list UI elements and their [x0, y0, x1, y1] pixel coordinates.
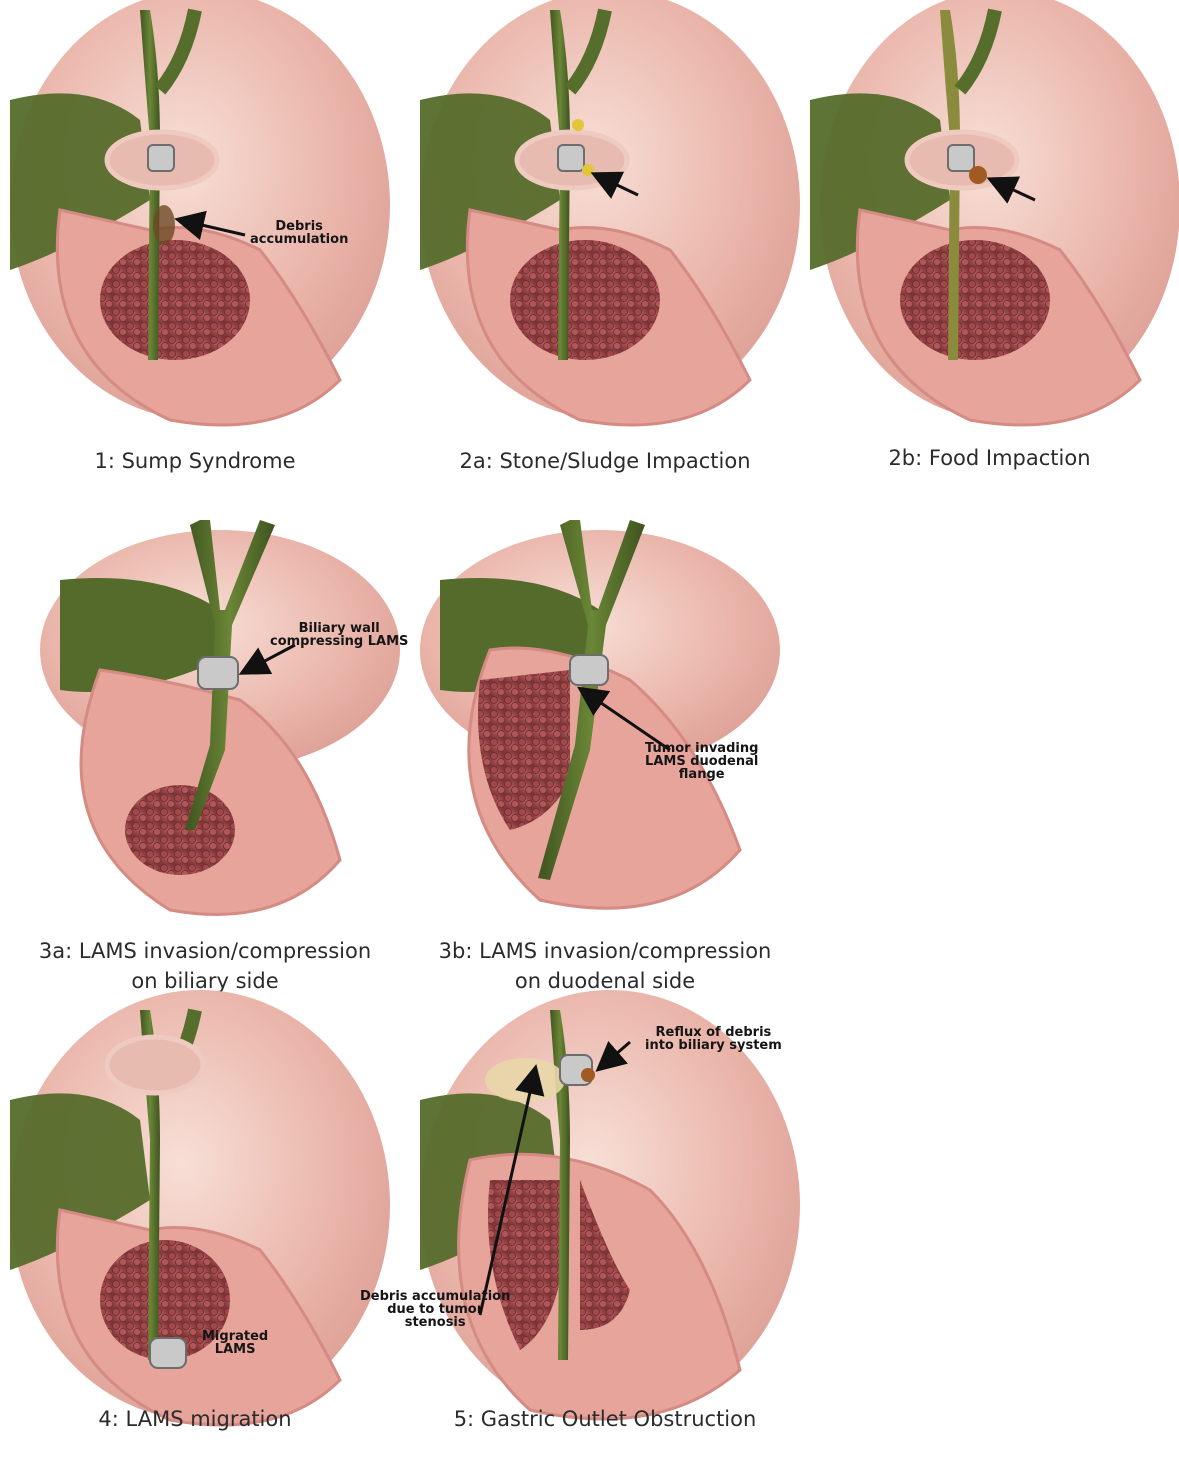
- pancreatic-tumor: [510, 240, 660, 360]
- annotation-reflux: Reflux of debris into biliary system: [645, 1026, 782, 1052]
- panel-4-lams-migration: Migrated LAMS 4: LAMS migration: [0, 1000, 390, 1430]
- lams-stent: [558, 145, 584, 171]
- panel-3b-duodenal-side: Tumor invading LAMS duodenal flange 3b: …: [420, 500, 810, 940]
- panel-5-gastric-outlet-obstruction: Reflux of debris into biliary system Deb…: [410, 1000, 800, 1430]
- lams-stent: [148, 145, 174, 171]
- food-bolus: [969, 166, 987, 184]
- lams-stent: [948, 145, 974, 171]
- migrated-lams-stent: [150, 1338, 186, 1368]
- stone-2: [582, 164, 594, 176]
- lams-stent: [570, 655, 608, 685]
- debris-accumulation: [485, 1058, 565, 1102]
- stone-1: [572, 119, 584, 131]
- panel-4-illustration: [0, 1000, 390, 1430]
- panel-2a-stone-sludge: 2a: Stone/Sludge Impaction: [410, 0, 800, 440]
- caption-panel-1: 1: Sump Syndrome: [0, 446, 390, 476]
- caption-panel-4: 4: LAMS migration: [0, 1404, 390, 1434]
- panel-2a-illustration: [410, 0, 800, 440]
- panel-3a-biliary-side: Biliary wall compressing LAMS 3a: LAMS i…: [20, 500, 410, 940]
- panel-1-sump-syndrome: Debris accumulation 1: Sump Syndrome: [0, 0, 390, 440]
- panel-2b-food-impaction: 2b: Food Impaction: [800, 0, 1179, 440]
- annotation-debris: Debris accumulation: [250, 220, 348, 246]
- caption-panel-3a: 3a: LAMS invasion/compression on biliary…: [0, 936, 410, 996]
- panel-3a-illustration: [20, 500, 410, 940]
- debris-in-duct: [153, 205, 175, 245]
- pancreatic-tumor: [900, 240, 1050, 360]
- lams-stent: [198, 657, 238, 689]
- panel-5-illustration: [410, 1000, 800, 1430]
- annotation-migrated-lams: Migrated LAMS: [202, 1330, 268, 1356]
- empty-fistula-window: [107, 1037, 203, 1093]
- refluxed-debris: [581, 1068, 595, 1082]
- pancreatic-tumor: [125, 785, 235, 875]
- pancreatic-tumor: [100, 240, 250, 360]
- caption-panel-2a: 2a: Stone/Sludge Impaction: [410, 446, 800, 476]
- caption-panel-2b: 2b: Food Impaction: [800, 443, 1179, 473]
- annotation-tumor-invading: Tumor invading LAMS duodenal flange: [645, 742, 758, 781]
- panel-2b-illustration: [800, 0, 1179, 440]
- caption-panel-3b: 3b: LAMS invasion/compression on duodena…: [400, 936, 810, 996]
- caption-panel-5: 5: Gastric Outlet Obstruction: [410, 1404, 800, 1434]
- annotation-biliary-wall: Biliary wall compressing LAMS: [270, 622, 408, 648]
- panel-3b-illustration: [420, 500, 810, 940]
- annotation-debris-tumor-stenosis: Debris accumulation due to tumor stenosi…: [360, 1290, 510, 1329]
